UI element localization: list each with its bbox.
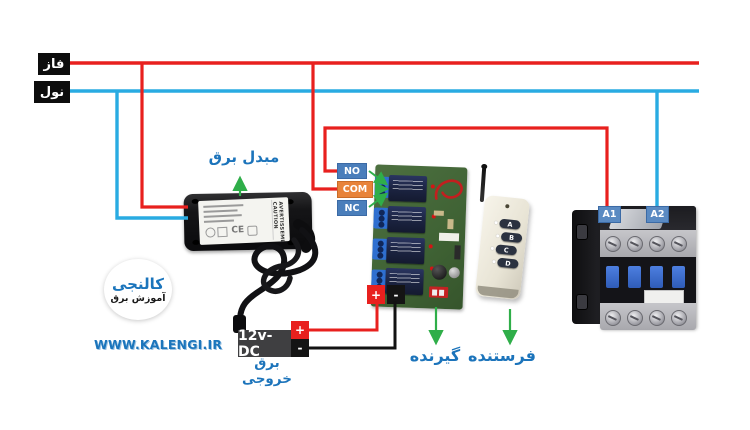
logo-badge: کالنجی آموزش برق bbox=[104, 259, 172, 320]
transmitter-label: فرستنده bbox=[468, 346, 536, 365]
website-text: WWW.KALENGI.IR bbox=[94, 337, 223, 352]
a2-coil-tag: A2 bbox=[646, 206, 669, 223]
contact-tab bbox=[650, 266, 663, 288]
neutral-to-adapter-wire bbox=[115, 91, 188, 220]
adapter-label: مبدل برق bbox=[208, 148, 280, 166]
neutral-tag: نول bbox=[34, 81, 70, 103]
terminal-screw bbox=[605, 310, 621, 326]
adapter-cable-coil bbox=[260, 237, 302, 294]
adapter-cable bbox=[235, 227, 319, 333]
terminal-screw bbox=[649, 236, 665, 252]
dc-output-caption: برق خروجی bbox=[242, 355, 292, 387]
dc-plug bbox=[233, 315, 246, 333]
mounting-slot bbox=[576, 224, 588, 240]
board-positive-terminal: + bbox=[367, 285, 385, 304]
antenna-jumper-wire bbox=[434, 179, 463, 200]
no-terminal-tag: NO bbox=[337, 163, 367, 179]
terminal-screw bbox=[649, 310, 665, 326]
receiver-board bbox=[370, 164, 468, 310]
terminal-screw bbox=[671, 310, 687, 326]
dc-negative-wire bbox=[301, 301, 397, 350]
terminal-screw bbox=[605, 236, 621, 252]
top-terminal-strip bbox=[600, 230, 696, 257]
a1-coil-tag: A1 bbox=[598, 206, 621, 223]
mounting-slot bbox=[576, 294, 588, 310]
phase-to-com-wire bbox=[311, 63, 340, 191]
nc-terminal-tag: NC bbox=[337, 200, 367, 216]
bottom-terminal-strip bbox=[600, 303, 696, 330]
logo-title: کالنجی bbox=[111, 274, 165, 293]
contact-tab bbox=[628, 266, 641, 288]
dc-negative-terminal: - bbox=[291, 339, 309, 357]
contact-window bbox=[600, 257, 696, 305]
board-negative-terminal: - bbox=[387, 285, 405, 304]
logo-subtitle: آموزش برق bbox=[110, 292, 166, 304]
contactor-side bbox=[572, 210, 604, 324]
terminal-screw bbox=[671, 236, 687, 252]
nc-arrow bbox=[368, 192, 389, 208]
dc-positive-terminal: + bbox=[291, 321, 309, 339]
phase-to-adapter-wire bbox=[140, 63, 188, 209]
dc-output-block: 12v-DC bbox=[238, 328, 294, 360]
com-terminal-tag: COM bbox=[337, 181, 373, 198]
phase-tag: فاز bbox=[38, 53, 70, 75]
dc-positive-wire bbox=[301, 301, 379, 332]
receiver-label: گیرنده bbox=[409, 346, 461, 365]
terminal-screw bbox=[627, 310, 643, 326]
no-to-a1-wire bbox=[323, 126, 609, 206]
contact-tab bbox=[672, 266, 685, 288]
no-arrow bbox=[368, 170, 389, 186]
contact-tab bbox=[606, 266, 619, 288]
terminal-screw bbox=[627, 236, 643, 252]
